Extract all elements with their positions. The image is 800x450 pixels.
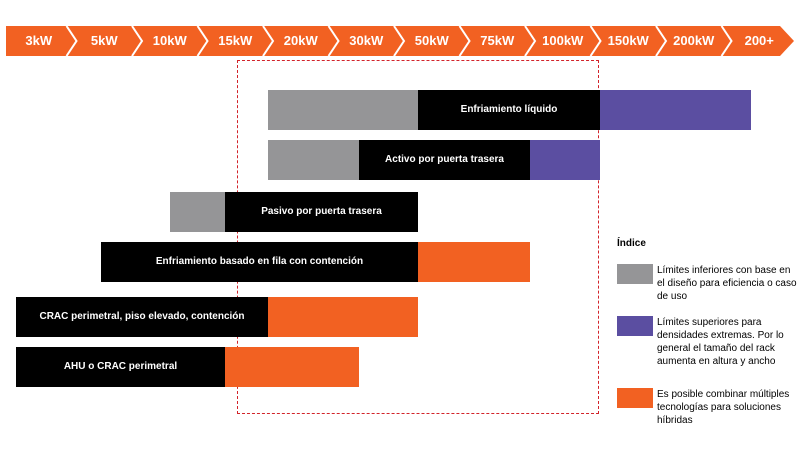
scale-tick-3kw: 3kW	[25, 33, 53, 48]
bar-label: CRAC perimetral, piso elevado, contenció…	[39, 311, 245, 322]
scale-chevron-divider	[196, 26, 209, 56]
bar-label: AHU o CRAC perimetral	[63, 361, 178, 372]
bar-segment-black	[16, 347, 225, 387]
legend-swatch-orange	[617, 388, 653, 408]
scale-tick-200kw: 200kW	[673, 33, 715, 48]
bar-segment-black	[101, 242, 418, 282]
legend-swatch-gray	[617, 264, 653, 284]
bar-segment-black	[418, 90, 600, 130]
bar-row: AHU o CRAC perimetral	[0, 347, 800, 387]
bar-segment-orange	[268, 297, 418, 337]
guide-dashed-box	[237, 60, 599, 414]
legend-text-lower-limits: Límites inferiores con base en el diseño…	[657, 265, 797, 302]
bar-segment-gray	[268, 90, 418, 130]
bar-row: Activo por puerta trasera	[0, 140, 800, 180]
scale-tick-15kw: 15kW	[218, 33, 253, 48]
bar-row: CRAC perimetral, piso elevado, contenció…	[0, 297, 800, 337]
scale-tick-100kw: 100kW	[542, 33, 584, 48]
scale-chevron-divider	[589, 26, 602, 56]
bar-segment-orange	[418, 242, 530, 282]
legend-title: Índice	[617, 238, 646, 249]
bar-segment-orange	[225, 347, 359, 387]
scale-tick-50kw: 50kW	[414, 33, 449, 48]
scale-tick-75kw: 75kW	[480, 33, 515, 48]
bar-label: Activo por puerta trasera	[385, 154, 504, 165]
scale-tick-150kw: 150kW	[607, 33, 649, 48]
bar-segment-purple	[530, 140, 600, 180]
scale-tick-200plus: 200+	[744, 33, 774, 48]
scale-tick-5kw: 5kW	[90, 33, 118, 48]
bar-segment-purple	[600, 90, 751, 130]
bar-row: Pasivo por puerta trasera	[0, 192, 800, 232]
kw-scale-arrow: 3kW 5kW 10kW 15kW 20kW 30kW 50kW 75kW 100kW 150kW…	[6, 26, 794, 56]
legend-swatch-purple	[617, 316, 653, 336]
scale-chevron-divider	[262, 26, 275, 56]
bar-segment-black	[16, 297, 268, 337]
scale-chevrons	[6, 26, 794, 56]
bar-segment-black	[359, 140, 530, 180]
scale-tick-10kw: 10kW	[152, 33, 187, 48]
bar-row: Enfriamiento líquido	[0, 90, 800, 130]
scale-chevron-divider	[131, 26, 144, 56]
scale-chevron-divider	[720, 26, 733, 56]
scale-chevron-divider	[327, 26, 340, 56]
scale-tick-20kw: 20kW	[283, 33, 318, 48]
scale-tick-30kw: 30kW	[349, 33, 384, 48]
bar-segment-gray	[170, 192, 225, 232]
bar-label: Enfriamiento líquido	[460, 104, 558, 115]
scale-chevron-divider	[524, 26, 537, 56]
bar-segment-black	[225, 192, 418, 232]
legend-text-upper-limits: Límites superiores para densidades extre…	[657, 317, 784, 367]
bar-label: Enfriamiento basado en fila con contenci…	[155, 256, 364, 267]
scale-chevron-divider	[393, 26, 406, 56]
scale-chevron-divider	[655, 26, 668, 56]
legend-text-hybrid: Es posible combinar múltiples tecnología…	[657, 389, 790, 426]
bar-segment-gray	[268, 140, 359, 180]
scale-chevron-divider	[458, 26, 471, 56]
bar-label: Pasivo por puerta trasera	[261, 206, 382, 217]
bar-row: Enfriamiento basado en fila con contenci…	[0, 242, 800, 282]
scale-chevron-divider	[65, 26, 78, 56]
